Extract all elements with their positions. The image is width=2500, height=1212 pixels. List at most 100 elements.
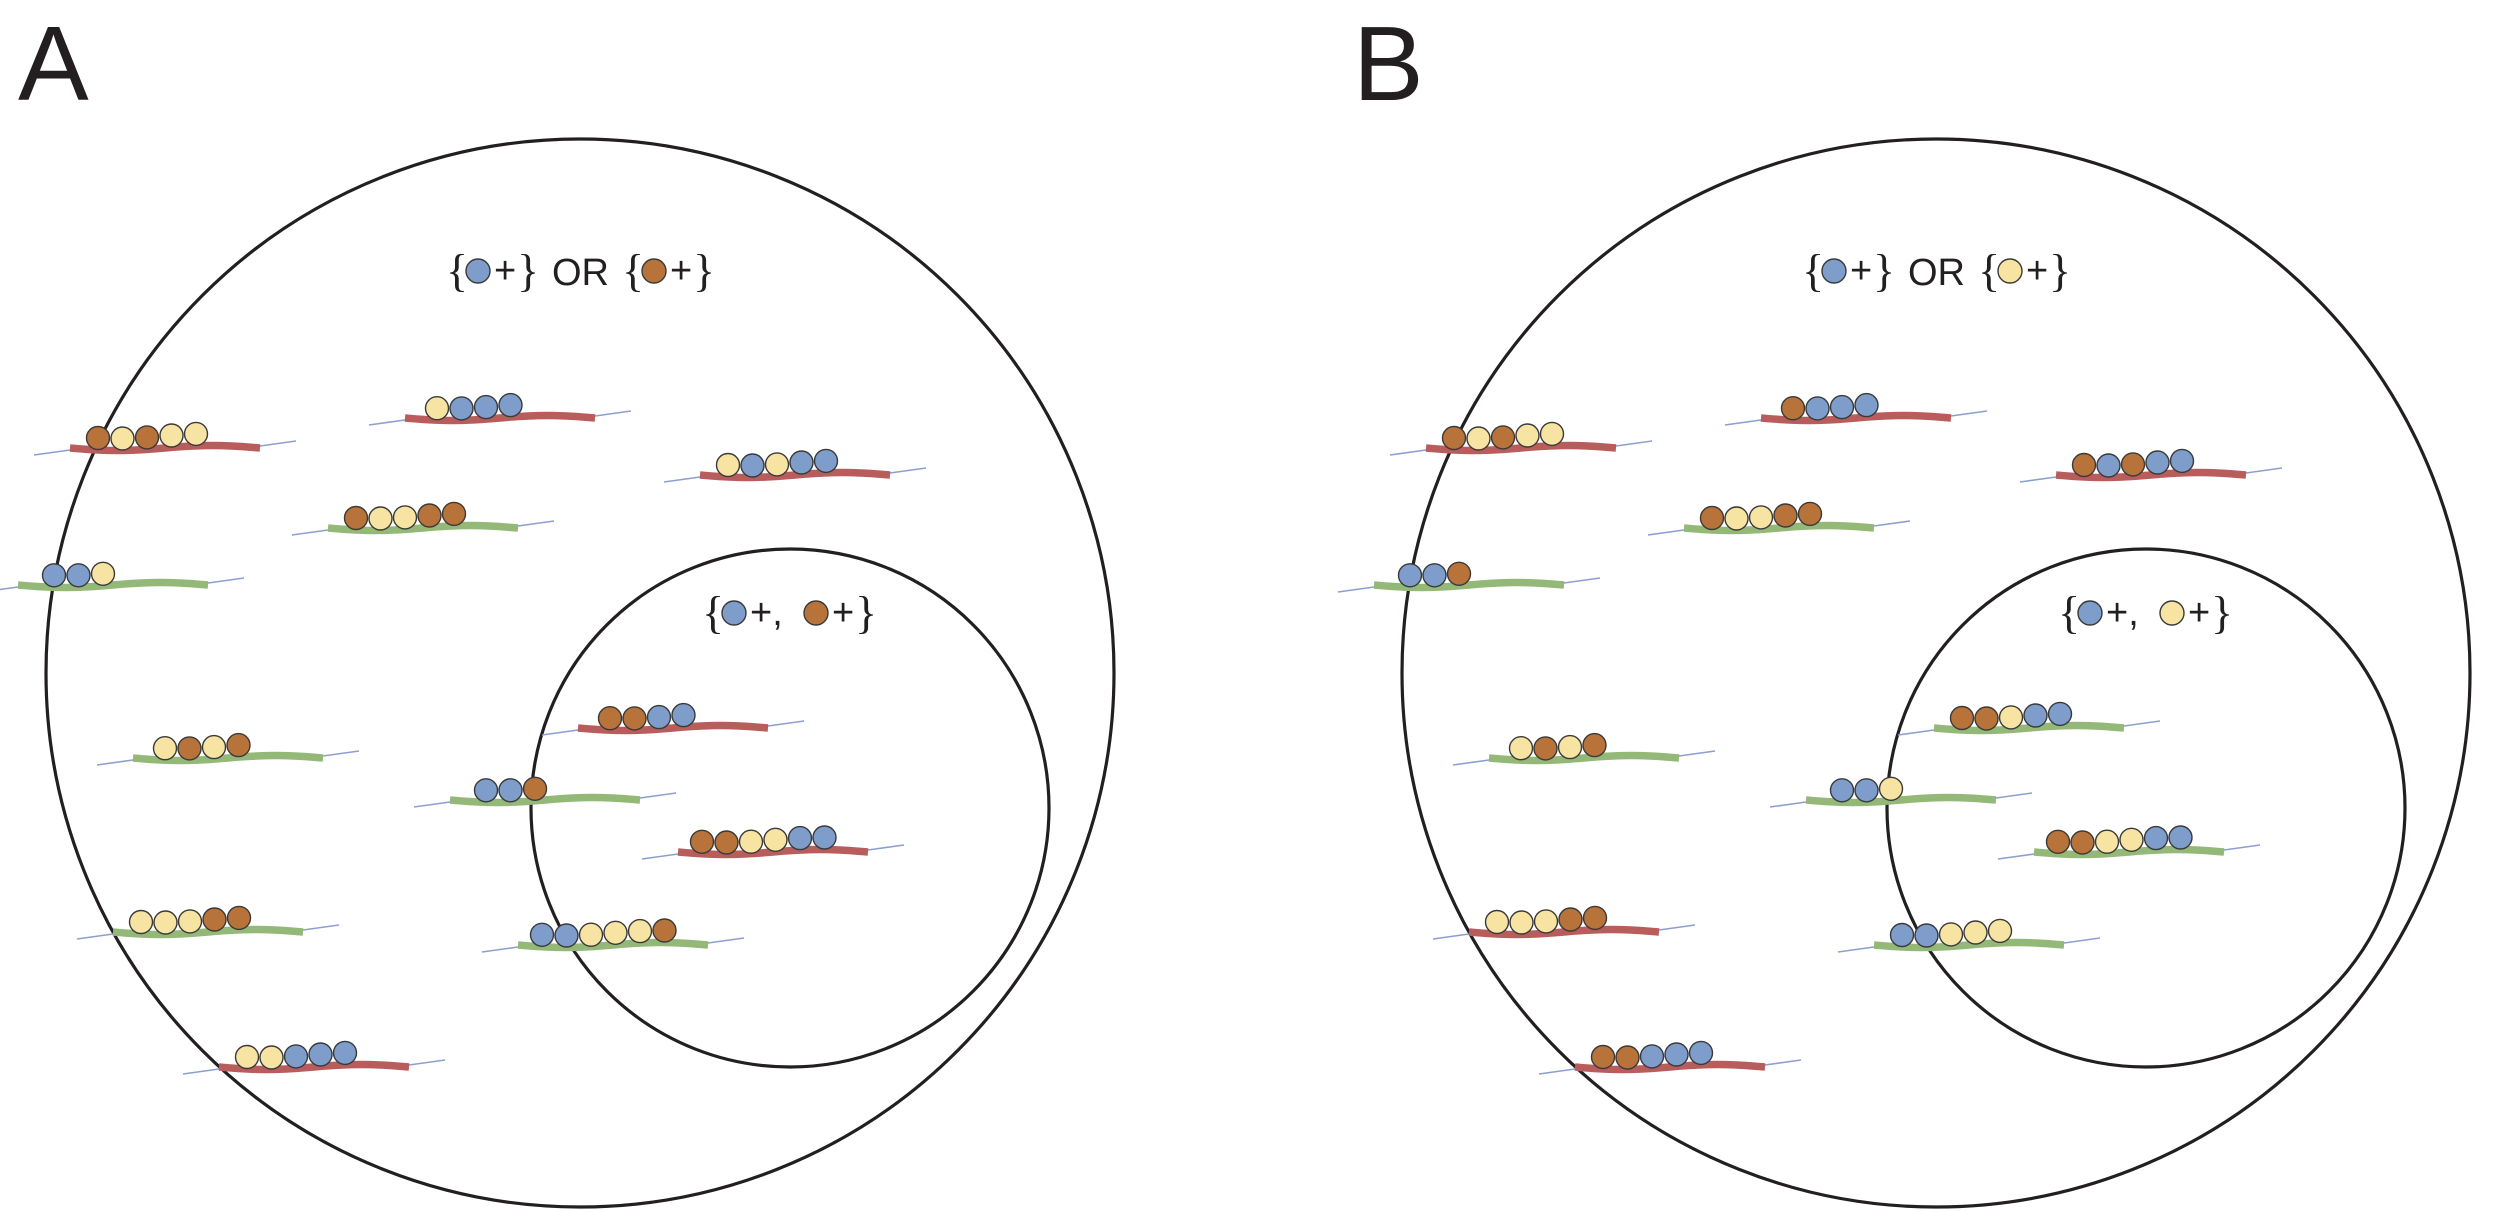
strand <box>1997 825 2261 860</box>
bead-brown <box>441 501 467 527</box>
bead-blue <box>473 394 499 420</box>
strand-band <box>1873 938 2065 952</box>
bead-blue <box>646 704 672 730</box>
bead-blue <box>1889 922 1915 948</box>
bead-brown <box>2070 830 2095 855</box>
bead-yellow <box>1508 736 1534 761</box>
bead-blue <box>332 1040 358 1066</box>
bead-blue <box>1854 392 1879 418</box>
bead-brown <box>1615 1045 1640 1070</box>
bead-blue <box>1805 396 1830 421</box>
bead-blue <box>2169 448 2195 474</box>
strand-tail <box>1897 720 2161 736</box>
strand-band <box>699 468 891 482</box>
formula-plus: + <box>1850 250 1872 292</box>
bead-yellow <box>1878 776 1904 801</box>
formula-bead-left <box>2077 600 2103 626</box>
strand-tail <box>481 937 745 953</box>
strand-band <box>327 521 519 535</box>
formula-plus-comma: +, <box>750 592 783 634</box>
bead-blue <box>2168 825 2193 850</box>
strand-band <box>1933 721 2125 735</box>
bead-brown <box>226 732 251 758</box>
strand <box>2019 448 2283 483</box>
brace-close: } <box>517 245 539 296</box>
strand <box>1452 732 1716 766</box>
strand <box>1337 561 1601 593</box>
bead-yellow <box>1515 423 1540 448</box>
formula-or: OR <box>1908 252 1965 294</box>
bead-blue <box>740 453 765 478</box>
bead-blue <box>1829 778 1855 803</box>
strand <box>1538 1040 1802 1075</box>
bead-yellow <box>1963 920 1988 945</box>
panel-a-inner-circle <box>529 547 1051 1069</box>
bead-yellow <box>234 1044 260 1070</box>
strand-tail <box>1432 924 1696 940</box>
bead-blue <box>283 1044 309 1069</box>
strand <box>1432 905 1696 940</box>
bead-yellow <box>1533 909 1559 934</box>
formula-plus: + <box>832 592 854 634</box>
strand <box>0 561 245 592</box>
brace-open: { <box>1802 245 1824 296</box>
strand-band <box>17 578 209 592</box>
bead-blue <box>789 450 814 475</box>
bead-brown <box>202 907 227 932</box>
bead-yellow <box>1987 918 2013 944</box>
bead-blue <box>41 563 67 588</box>
formula-bead-left <box>465 258 491 284</box>
strand-tail <box>541 720 805 736</box>
strand <box>1837 918 2101 953</box>
strand-tail <box>76 924 340 940</box>
strand-tail <box>1538 1059 1802 1075</box>
bead-brown <box>1797 501 1823 527</box>
bead-blue <box>1914 923 1939 948</box>
bead-yellow <box>153 910 178 935</box>
bead-blue <box>1688 1040 1714 1066</box>
strand <box>368 392 632 426</box>
bead-brown <box>2045 829 2071 854</box>
bead-brown <box>1590 1044 1616 1070</box>
bead-yellow <box>128 909 154 935</box>
strand <box>76 905 340 940</box>
formula-plus: + <box>2188 592 2210 634</box>
strand-tail <box>291 520 555 536</box>
bead-yellow <box>1938 922 1964 947</box>
bead-yellow <box>368 506 393 531</box>
bead-brown <box>522 776 548 801</box>
strand-band <box>1805 793 1997 807</box>
strand <box>1647 501 1911 536</box>
strand-band <box>517 938 709 952</box>
bead-brown <box>2120 452 2146 477</box>
bead-blue <box>1829 394 1855 420</box>
bead-blue <box>813 448 839 474</box>
formula-bead-right <box>1997 258 2023 284</box>
strand-band <box>1425 441 1617 455</box>
bead-blue <box>66 563 91 588</box>
bead-yellow <box>392 505 418 530</box>
bead-blue <box>498 778 523 803</box>
bead-brown <box>1949 705 1975 731</box>
bead-brown <box>343 505 369 531</box>
brace-open: { <box>702 587 724 638</box>
strand <box>1724 392 1988 426</box>
bead-yellow <box>715 452 741 478</box>
strand-tail <box>0 577 245 591</box>
bead-yellow <box>1748 505 1774 530</box>
bead-brown <box>2071 452 2097 478</box>
bead-blue <box>498 392 523 418</box>
strand-band <box>449 793 641 807</box>
strand-tail <box>641 844 905 860</box>
panel-b-inner-formula: { +, + } <box>2058 587 2233 638</box>
panel-b-outer-circle <box>1400 137 2472 1209</box>
bead-yellow <box>2094 829 2120 854</box>
formula-or: OR <box>552 252 609 294</box>
bead-blue <box>2143 825 2169 851</box>
bead-yellow <box>177 909 203 934</box>
bead-blue <box>308 1042 333 1067</box>
bead-yellow <box>424 396 450 421</box>
strand <box>33 421 297 456</box>
bead-brown <box>1773 503 1798 528</box>
